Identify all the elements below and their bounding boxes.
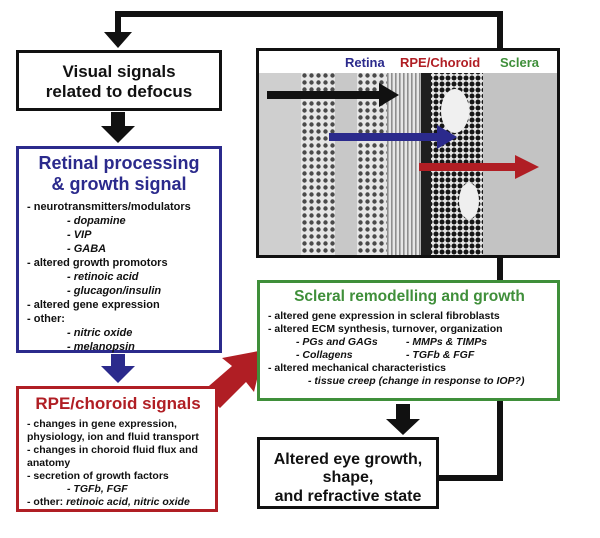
retina-outer-layer: [259, 73, 301, 255]
visual-to-retinal-arrowhead: [101, 126, 135, 143]
retinal-item: - neurotransmitters/modulators: [27, 201, 191, 214]
scleral-to-altered-arrowhead: [386, 419, 420, 435]
retinal-item: - glucagon/insulin: [67, 285, 162, 298]
retinal-to-rpe-shaft: [111, 354, 125, 367]
scleral-line-creep: - tissue creep (change in response to IO…: [308, 374, 525, 387]
retinal-list: - neurotransmitters/modulators- dopamine…: [27, 200, 211, 354]
retinal-title: Retinal processing & growth signal: [27, 153, 211, 194]
micrograph-black-arrow: [267, 83, 399, 107]
retinal-processing-box: Retinal processing & growth signal - neu…: [16, 146, 222, 353]
rpe-item: - changes in choroid fluid flux and: [27, 443, 198, 456]
scleral-line-gene: - altered gene expression in scleral fib…: [268, 309, 500, 322]
rpe-other-text: retinoic acid, nitric oxide: [66, 495, 190, 508]
retinal-item: - melanopsin: [67, 341, 135, 354]
choroid-vessel: [459, 183, 479, 219]
scleral-items: - altered gene expression in scleral fib…: [268, 310, 551, 388]
altered-eye-growth-box: Altered eye growth, shape, and refractiv…: [257, 437, 439, 509]
scleral-mmps: - MMPs & TIMPs: [406, 335, 488, 348]
visual-signals-box: Visual signals related to defocus: [16, 50, 222, 111]
retina-nuclear-layer-1: [301, 73, 335, 255]
sclera-label: Sclera: [500, 55, 540, 70]
rpe-item: - TGFb, FGF: [67, 482, 128, 495]
rpe-item: - changes in gene expression,: [27, 417, 177, 430]
retinal-item: - VIP: [67, 229, 92, 242]
retina-label: Retina: [345, 55, 385, 70]
rpe-other-line: - other: retinoic acid, nitric oxide: [27, 496, 209, 509]
label-strip: [259, 51, 557, 73]
rpe-title: RPE/choroid signals: [35, 394, 201, 413]
retinal-title-line1: Retinal processing: [38, 153, 200, 173]
scleral-title: Scleral remodelling and growth: [294, 288, 525, 305]
retinal-item: - nitric oxide: [67, 327, 133, 340]
altered-line2: and refractive state: [274, 487, 422, 505]
retinal-item: - other:: [27, 313, 65, 326]
micrograph-red-arrow: [419, 155, 539, 179]
photoreceptor-layer: [387, 73, 421, 255]
scleral-remodelling-box: Scleral remodelling and growth - altered…: [257, 280, 560, 401]
micrograph-blue-arrow: [329, 125, 457, 149]
retina-plexiform-layer: [335, 73, 357, 255]
micrograph-image: [259, 51, 557, 255]
rpe-item: anatomy: [27, 456, 71, 469]
rpe-item: - secretion of growth factors: [27, 469, 169, 482]
feedback-arrowhead: [104, 32, 132, 48]
visual-to-retinal-shaft: [111, 112, 125, 127]
retinal-item: - GABA: [67, 243, 107, 256]
rpe-item: physiology, ion and fluid transport: [27, 430, 199, 443]
visual-signals-line2: related to defocus: [45, 81, 193, 101]
rpe-list: - changes in gene expression,physiology,…: [27, 418, 209, 496]
rpe-other-label: - other:: [27, 495, 64, 508]
visual-signals-line1: Visual signals: [62, 62, 176, 81]
scleral-collagens: - Collagens: [296, 348, 353, 361]
rpe-choroid-box: RPE/choroid signals - changes in gene ex…: [16, 386, 218, 512]
retinal-title-line2: & growth signal: [51, 173, 187, 194]
visual-signals-title: Visual signals related to defocus: [19, 53, 219, 101]
retinal-item: - dopamine: [67, 215, 126, 228]
scleral-line-ecm: - altered ECM synthesis, turnover, organ…: [268, 322, 503, 335]
rpe-choroid-label: RPE/Choroid: [400, 55, 481, 70]
retinal-item: - altered growth promotors: [27, 257, 168, 270]
choroid-vessel: [441, 89, 469, 133]
scleral-to-altered-shaft: [396, 404, 410, 420]
micrograph-panel: Retina RPE/Choroid Sclera: [256, 48, 560, 258]
altered-title: Altered eye growth, shape, and refractiv…: [260, 440, 436, 506]
retinal-item: - retinoic acid: [67, 271, 139, 284]
scleral-pair-row: - PGs and GAGs - MMPs & TIMPs: [268, 336, 551, 349]
scleral-tgfb: - TGFb & FGF: [406, 348, 475, 361]
feedback-loop-line: [115, 11, 503, 481]
retinal-to-rpe-arrowhead: [101, 366, 135, 383]
altered-line1: Altered eye growth, shape,: [273, 451, 423, 487]
scleral-line-mech: - altered mechanical characteristics: [268, 361, 447, 374]
scleral-pgs: - PGs and GAGs: [296, 335, 378, 348]
retinal-item: - altered gene expression: [27, 299, 160, 312]
scleral-pair-row: - Collagens - TGFb & FGF: [268, 349, 551, 362]
